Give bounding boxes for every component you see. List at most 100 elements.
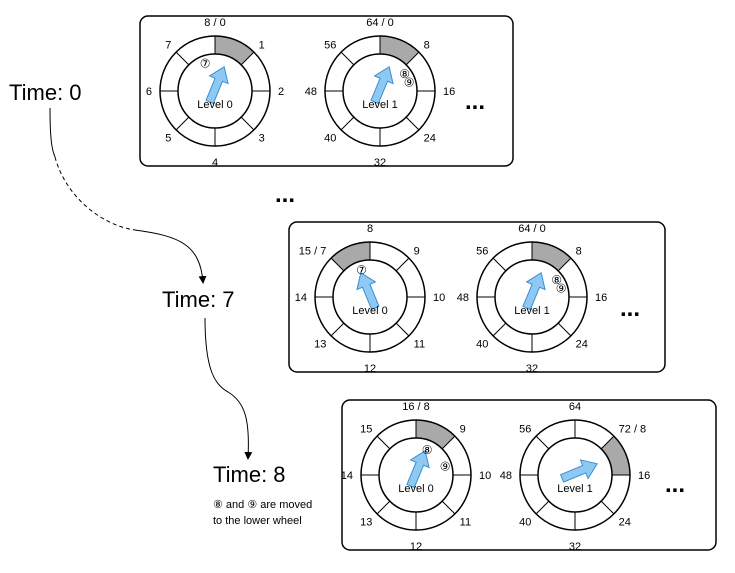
- timer-task-item: ⑧: [551, 273, 562, 287]
- highlight-slot: [416, 420, 455, 449]
- slot-label: 12: [364, 363, 376, 375]
- slot-label: 15: [360, 423, 372, 435]
- slot-divider: [405, 51, 420, 66]
- slot-divider: [492, 322, 507, 337]
- highlight-slot: [215, 36, 254, 65]
- note-line1-rest: are moved: [257, 499, 313, 511]
- slot-label: 2: [278, 86, 284, 98]
- slot-label: 48: [305, 86, 317, 98]
- slot-label: 56: [476, 245, 488, 257]
- slot-label: 12: [410, 541, 422, 553]
- timer-task-item: ⑦: [356, 263, 367, 277]
- timer-task-item: ⑦: [200, 57, 211, 71]
- pointer-arrow-icon: [356, 272, 380, 311]
- slot-label: 48: [457, 292, 469, 304]
- slot-label: 8 / 0: [204, 17, 225, 29]
- slot-divider: [175, 116, 190, 131]
- slot-divider: [600, 435, 615, 450]
- timer-task-item: ⑨: [440, 459, 451, 473]
- slot-label: 5: [165, 133, 171, 145]
- slot-label: 16 / 8: [402, 401, 430, 413]
- slot-divider: [600, 500, 615, 515]
- slot-label: 14: [341, 470, 353, 482]
- timer-task-item: ⑧: [399, 67, 410, 81]
- slot-label: 64 / 0: [366, 17, 394, 29]
- more-ellipsis-panel-7: ...: [620, 295, 640, 322]
- slot-label: 8: [367, 223, 373, 235]
- more-ellipsis-between: ...: [275, 181, 295, 208]
- more-ellipsis-panel-0: ...: [465, 88, 485, 115]
- slot-divider: [340, 116, 355, 131]
- slot-label: 24: [576, 339, 588, 351]
- slot-label: 56: [519, 423, 531, 435]
- connector-0-to-7-tail: [134, 229, 207, 284]
- slot-divider: [330, 322, 345, 337]
- slot-label: 16: [638, 470, 650, 482]
- slot-label: 16: [443, 86, 455, 98]
- pointer-arrow-icon: [205, 66, 229, 105]
- pointer-arrow-icon: [522, 272, 546, 311]
- time-label-0: Time: 0: [9, 80, 82, 105]
- slot-divider: [557, 322, 572, 337]
- slot-label: 64: [569, 401, 581, 413]
- slot-label: 48: [500, 470, 512, 482]
- slot-label: 32: [526, 363, 538, 375]
- level-label: Level 1: [557, 483, 592, 495]
- time-label-8: Time: 8: [213, 462, 286, 487]
- timer-task-item: ⑨: [404, 75, 415, 89]
- slot-label: 13: [314, 339, 326, 351]
- slot-divider: [240, 51, 255, 66]
- slot-label: 32: [569, 541, 581, 553]
- level-label: Level 1: [514, 305, 549, 317]
- slot-label: 16: [595, 292, 607, 304]
- highlight-slot: [532, 242, 571, 271]
- slot-divider: [240, 116, 255, 131]
- slot-label: 3: [259, 133, 265, 145]
- slot-label: 40: [476, 339, 488, 351]
- slot-label: 14: [295, 292, 307, 304]
- connector-0-to-7-solid: [49, 107, 56, 158]
- slot-label: 24: [619, 517, 631, 529]
- slot-divider: [175, 51, 190, 66]
- more-ellipsis-panel-8: ...: [665, 471, 685, 498]
- move-note-line-1: ⑧ and ⑨ are moved: [213, 497, 312, 513]
- slot-label: 8: [424, 39, 430, 51]
- slot-label: 13: [360, 517, 372, 529]
- slot-divider: [441, 435, 456, 450]
- slot-divider: [557, 257, 572, 272]
- connector-0-to-7-dashed: [54, 156, 136, 231]
- slot-label: 1: [259, 39, 265, 51]
- wheel-time-7-level-0: 8 9 10 11 12 13 14 15 / 7 Level 0 ⑦: [295, 223, 446, 375]
- slot-label: 32: [374, 157, 386, 169]
- slot-divider: [376, 435, 391, 450]
- pointer-arrow-icon: [559, 459, 598, 483]
- slot-label: 9: [460, 423, 466, 435]
- level-label: Level 1: [362, 99, 397, 111]
- slot-divider: [405, 116, 420, 131]
- pointer-arrow-icon: [370, 66, 394, 105]
- level-label: Level 0: [352, 305, 387, 317]
- slot-label: 40: [519, 517, 531, 529]
- timer-task-item: ⑨: [556, 281, 567, 295]
- slot-label: 7: [165, 39, 171, 51]
- slot-label: 10: [433, 292, 445, 304]
- slot-label: 64 / 0: [518, 223, 546, 235]
- highlight-slot: [380, 36, 419, 65]
- highlight-slot: [601, 436, 630, 475]
- slot-label: 9: [414, 245, 420, 257]
- note-and: and: [222, 499, 248, 511]
- move-note: ⑧ and ⑨ are moved to the lower wheel: [213, 497, 312, 529]
- level-label: Level 0: [197, 99, 232, 111]
- slot-divider: [330, 257, 345, 272]
- slot-label: 10: [479, 470, 491, 482]
- slot-label: 15 / 7: [299, 245, 327, 257]
- slot-divider: [340, 51, 355, 66]
- slot-divider: [535, 500, 550, 515]
- slot-label: 8: [576, 245, 582, 257]
- move-note-line-2: to the lower wheel: [213, 515, 302, 527]
- slot-label: 11: [414, 339, 425, 351]
